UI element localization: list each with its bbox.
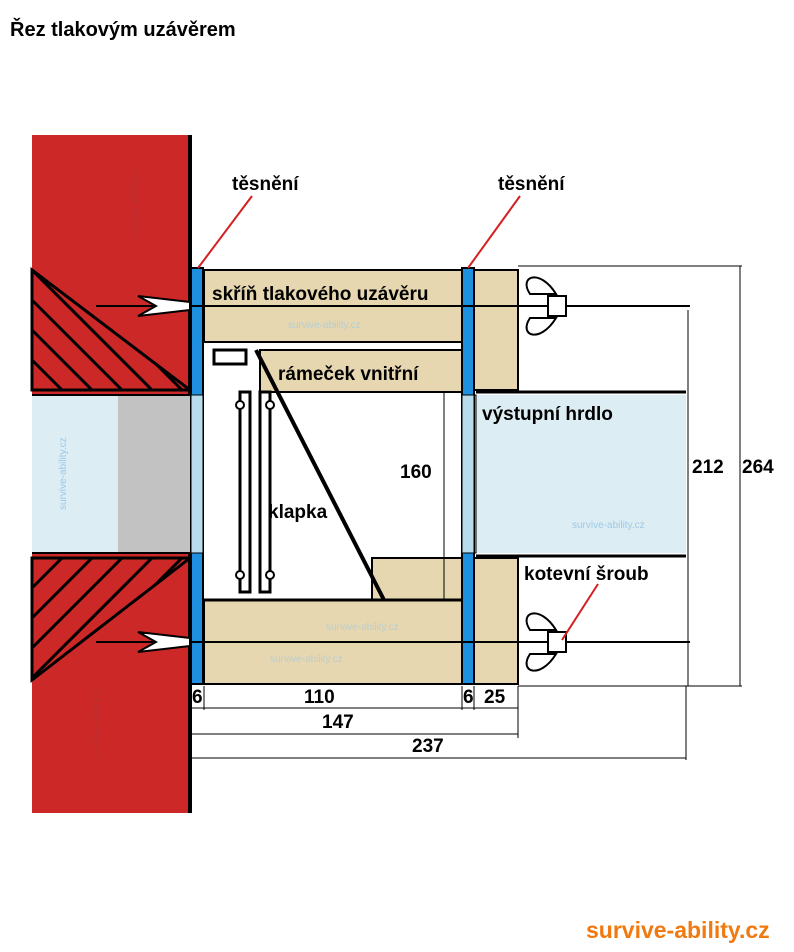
outer-block-top: [473, 269, 519, 391]
gasket-left-leader: [197, 195, 253, 269]
label-flap: klapka: [268, 502, 328, 523]
wall-anchor-top: [137, 295, 191, 317]
outer-block-bottom: [473, 557, 519, 685]
gasket-right-leader: [467, 195, 521, 269]
diagram-title: Řez tlakovým uzávěrem: [10, 17, 236, 41]
dim-6-right-value: 6: [463, 687, 474, 708]
watermark-housing: survive-ability.cz: [288, 320, 361, 331]
hinge-plate: [212, 348, 248, 366]
label-inner-frame: rámeček vnitřní: [278, 364, 419, 385]
dim-147-value: 147: [322, 712, 354, 733]
hatched-wedge-bottom: [30, 556, 195, 684]
hatched-wedge-top: [30, 266, 195, 392]
watermark-housing-bottom: survive-ability.cz: [326, 622, 399, 633]
flap-diagonal: [254, 349, 386, 601]
wing-nut-top-icon: [525, 276, 567, 336]
watermark-inlet: survive-ability.cz: [58, 437, 69, 510]
wing-nut-bottom-icon: [525, 612, 567, 672]
inner-frame-bottom: [371, 557, 463, 601]
watermark-housing-bottom-2: survive-ability.cz: [270, 654, 343, 665]
label-outlet: výstupní hrdlo: [482, 404, 613, 425]
label-anchor-bolt: kotevní šroub: [524, 564, 649, 585]
dim-160-value: 160: [400, 462, 432, 483]
anchor-bolt-leader: [561, 583, 599, 641]
flap-bar: [235, 390, 275, 594]
dim-25-value: 25: [484, 687, 506, 708]
dim-110-value: 110: [304, 687, 335, 708]
label-gasket-right: těsnění: [498, 174, 565, 195]
dim-237-value: 237: [412, 736, 444, 757]
watermark-outlet: survive-ability.cz: [572, 520, 645, 531]
inner-frame-top: [259, 349, 463, 393]
concrete-block: [118, 395, 190, 553]
watermark-wall-top: survive-ability.cz: [130, 167, 141, 240]
outlet-duct: [476, 395, 686, 553]
dim-264-value: 264: [742, 457, 774, 478]
brand-logo-text: survive-ability.cz: [586, 917, 770, 943]
watermark-wall-bottom: survive-ability.cz: [92, 685, 103, 758]
label-housing: skříň tlakového uzávěru: [212, 284, 428, 305]
wall-anchor-bottom: [137, 631, 191, 653]
label-gasket-left: těsnění: [232, 174, 299, 195]
dim-6-left-value: 6: [192, 687, 203, 708]
dim-212-value: 212: [692, 457, 724, 478]
